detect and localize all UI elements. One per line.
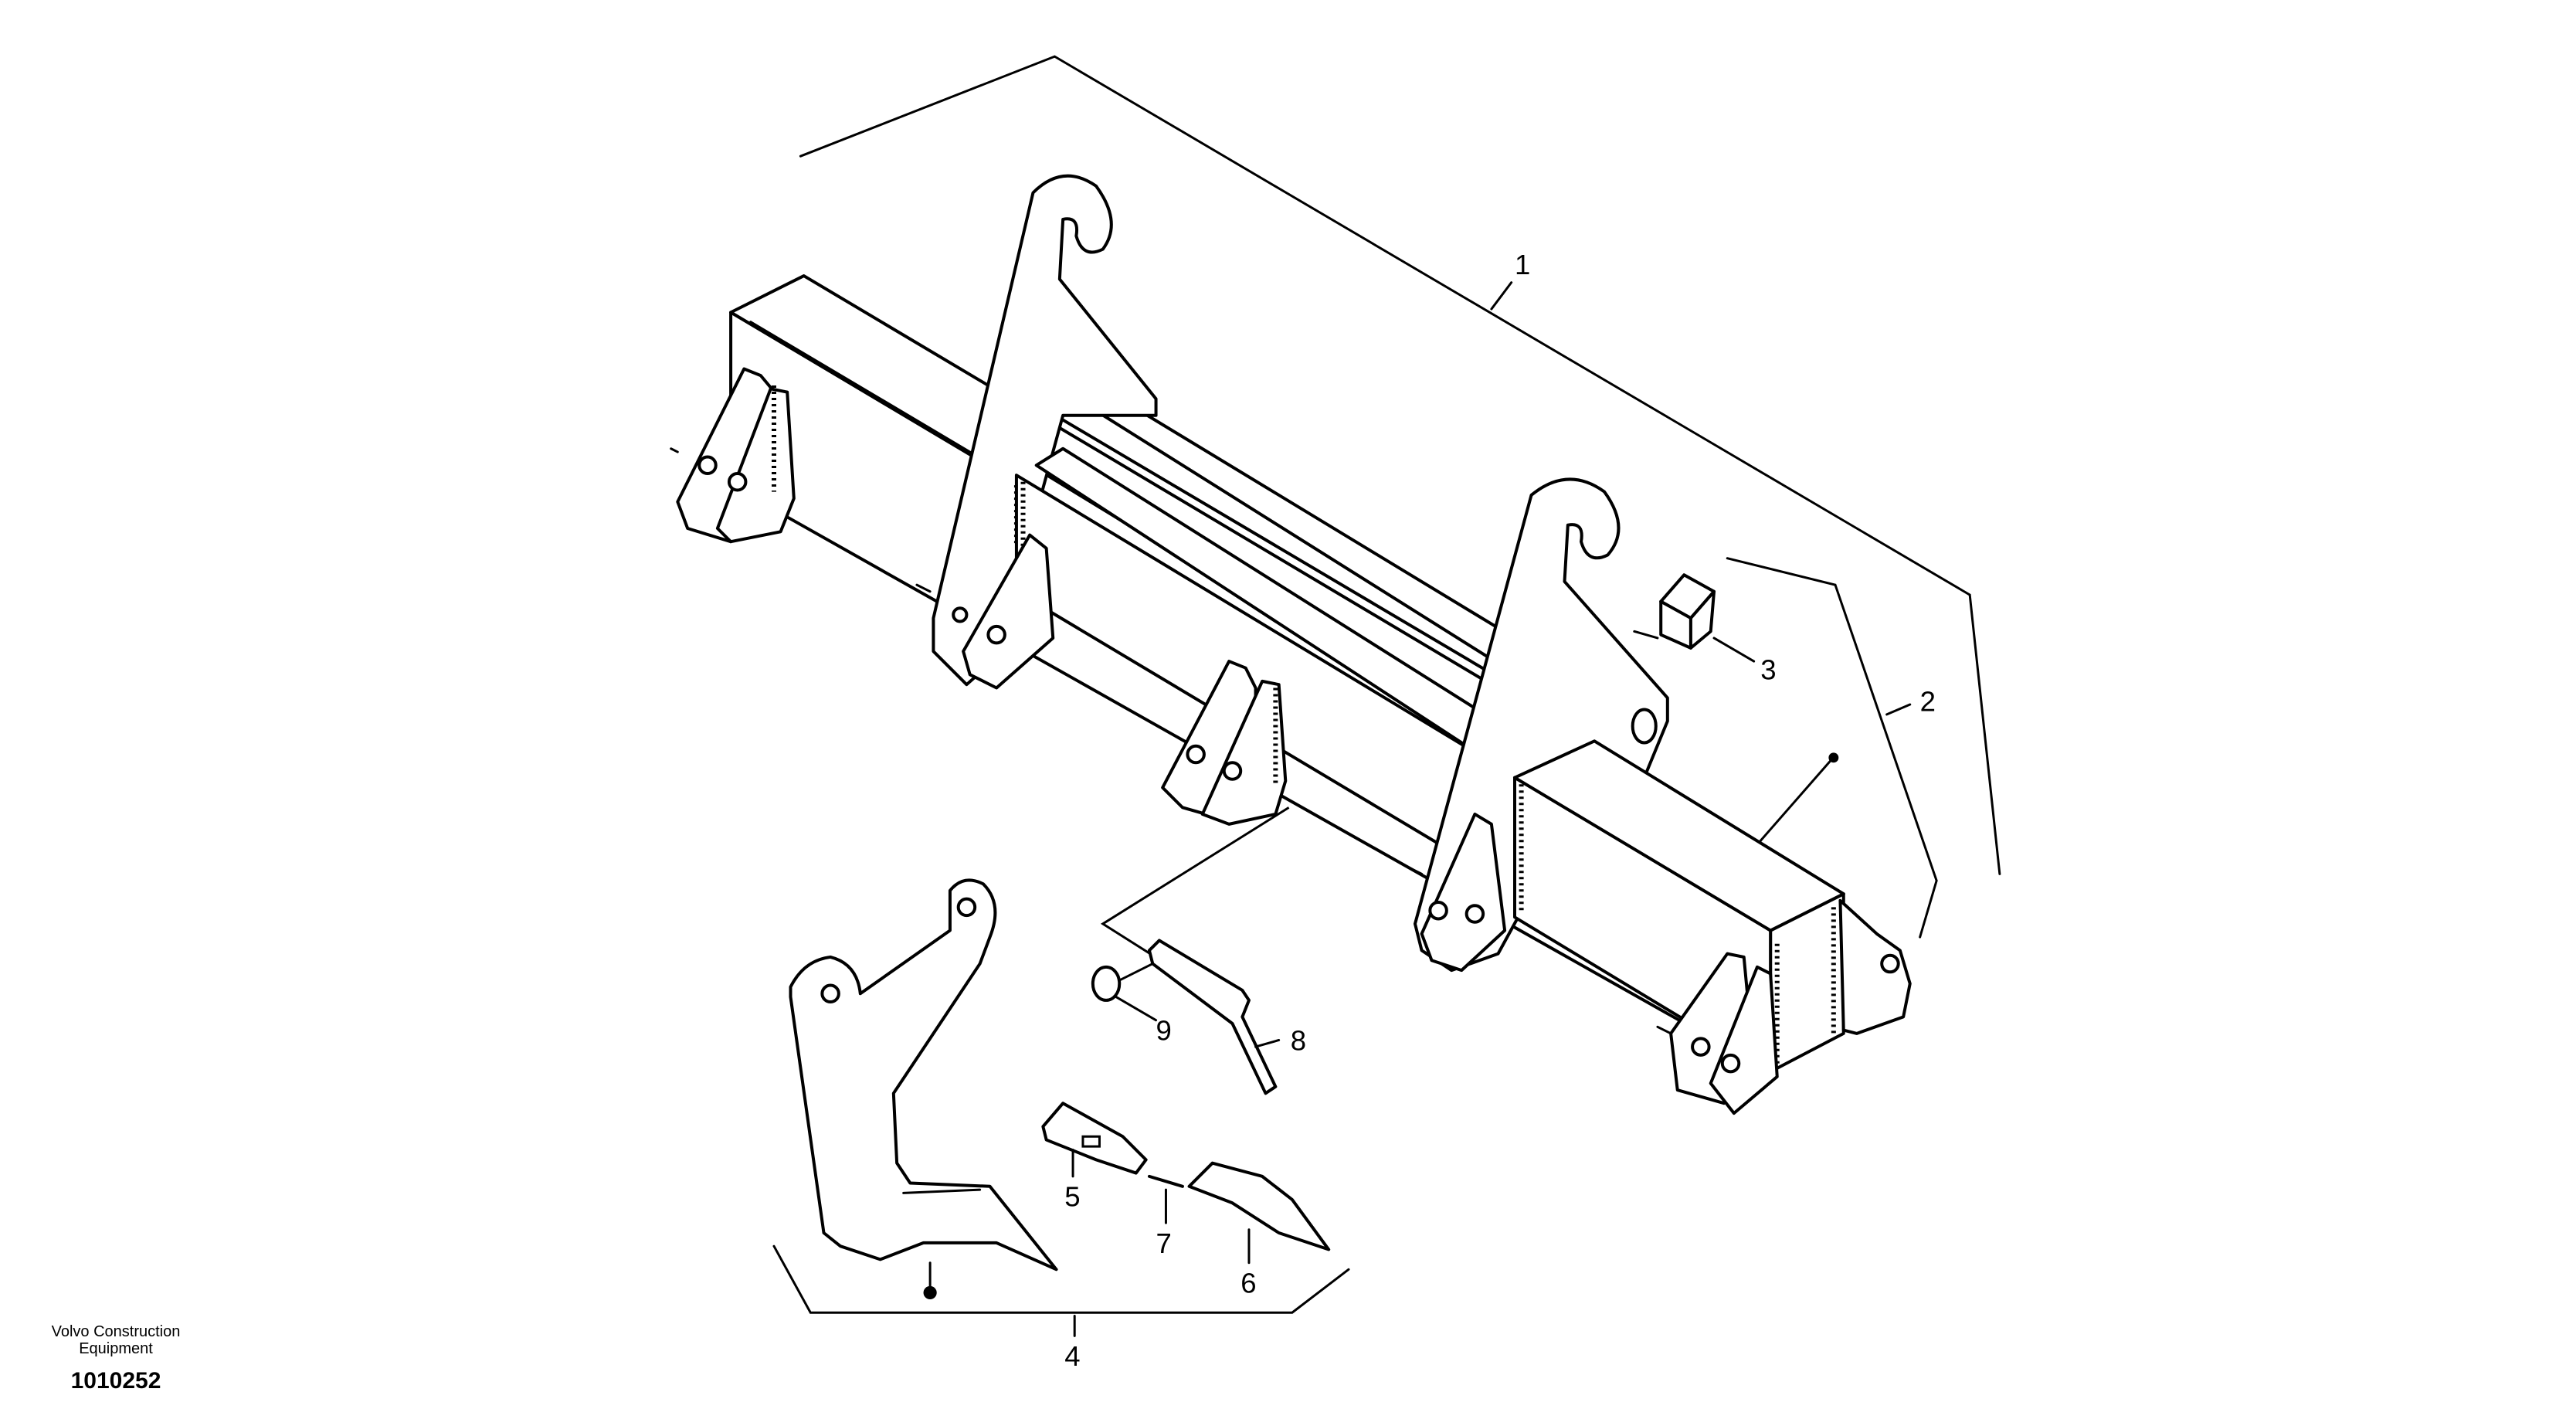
bracket-item-4 xyxy=(774,1246,1349,1312)
part-8-pin xyxy=(1149,940,1279,1093)
callout-4: 4 xyxy=(1064,1340,1080,1372)
inner-right-ears xyxy=(1408,814,1505,970)
callout-9: 9 xyxy=(1156,1014,1172,1046)
callout-6: 6 xyxy=(1240,1267,1256,1299)
callout-8: 8 xyxy=(1291,1024,1306,1056)
centre-ears xyxy=(1162,661,1285,824)
part-5-adapter xyxy=(1043,1103,1145,1176)
assembly-line-pin xyxy=(1103,807,1289,963)
bracket-item-1 xyxy=(800,56,1999,874)
inner-left-ears xyxy=(917,535,1053,688)
part-7-pin xyxy=(1149,1176,1183,1223)
left-hook-ears xyxy=(671,369,794,542)
callout-7: 7 xyxy=(1156,1227,1172,1259)
part-4-arm xyxy=(791,880,1057,1300)
right-hook-ears xyxy=(1658,954,1777,1113)
company-name: Volvo Construction Equipment xyxy=(51,1323,181,1357)
callout-1: 1 xyxy=(1515,249,1530,280)
weld-point-4 xyxy=(923,1285,937,1300)
bracket-item-2 xyxy=(1727,559,1936,937)
drawing-footer: Volvo Construction Equipment 1010252 xyxy=(23,1323,209,1394)
right-end-plate xyxy=(1840,901,1909,1034)
leader-2 xyxy=(1887,704,1910,715)
part-3-block xyxy=(1634,575,1754,661)
drawing-number: 1010252 xyxy=(70,1368,161,1394)
weld-point-2 xyxy=(1828,752,1839,763)
part-9-ring xyxy=(1093,964,1156,1020)
part-6-tooth xyxy=(1190,1163,1329,1263)
callout-5: 5 xyxy=(1064,1181,1080,1213)
callout-3: 3 xyxy=(1760,654,1776,686)
leader-1 xyxy=(1492,283,1512,309)
callout-2: 2 xyxy=(1920,686,1936,718)
